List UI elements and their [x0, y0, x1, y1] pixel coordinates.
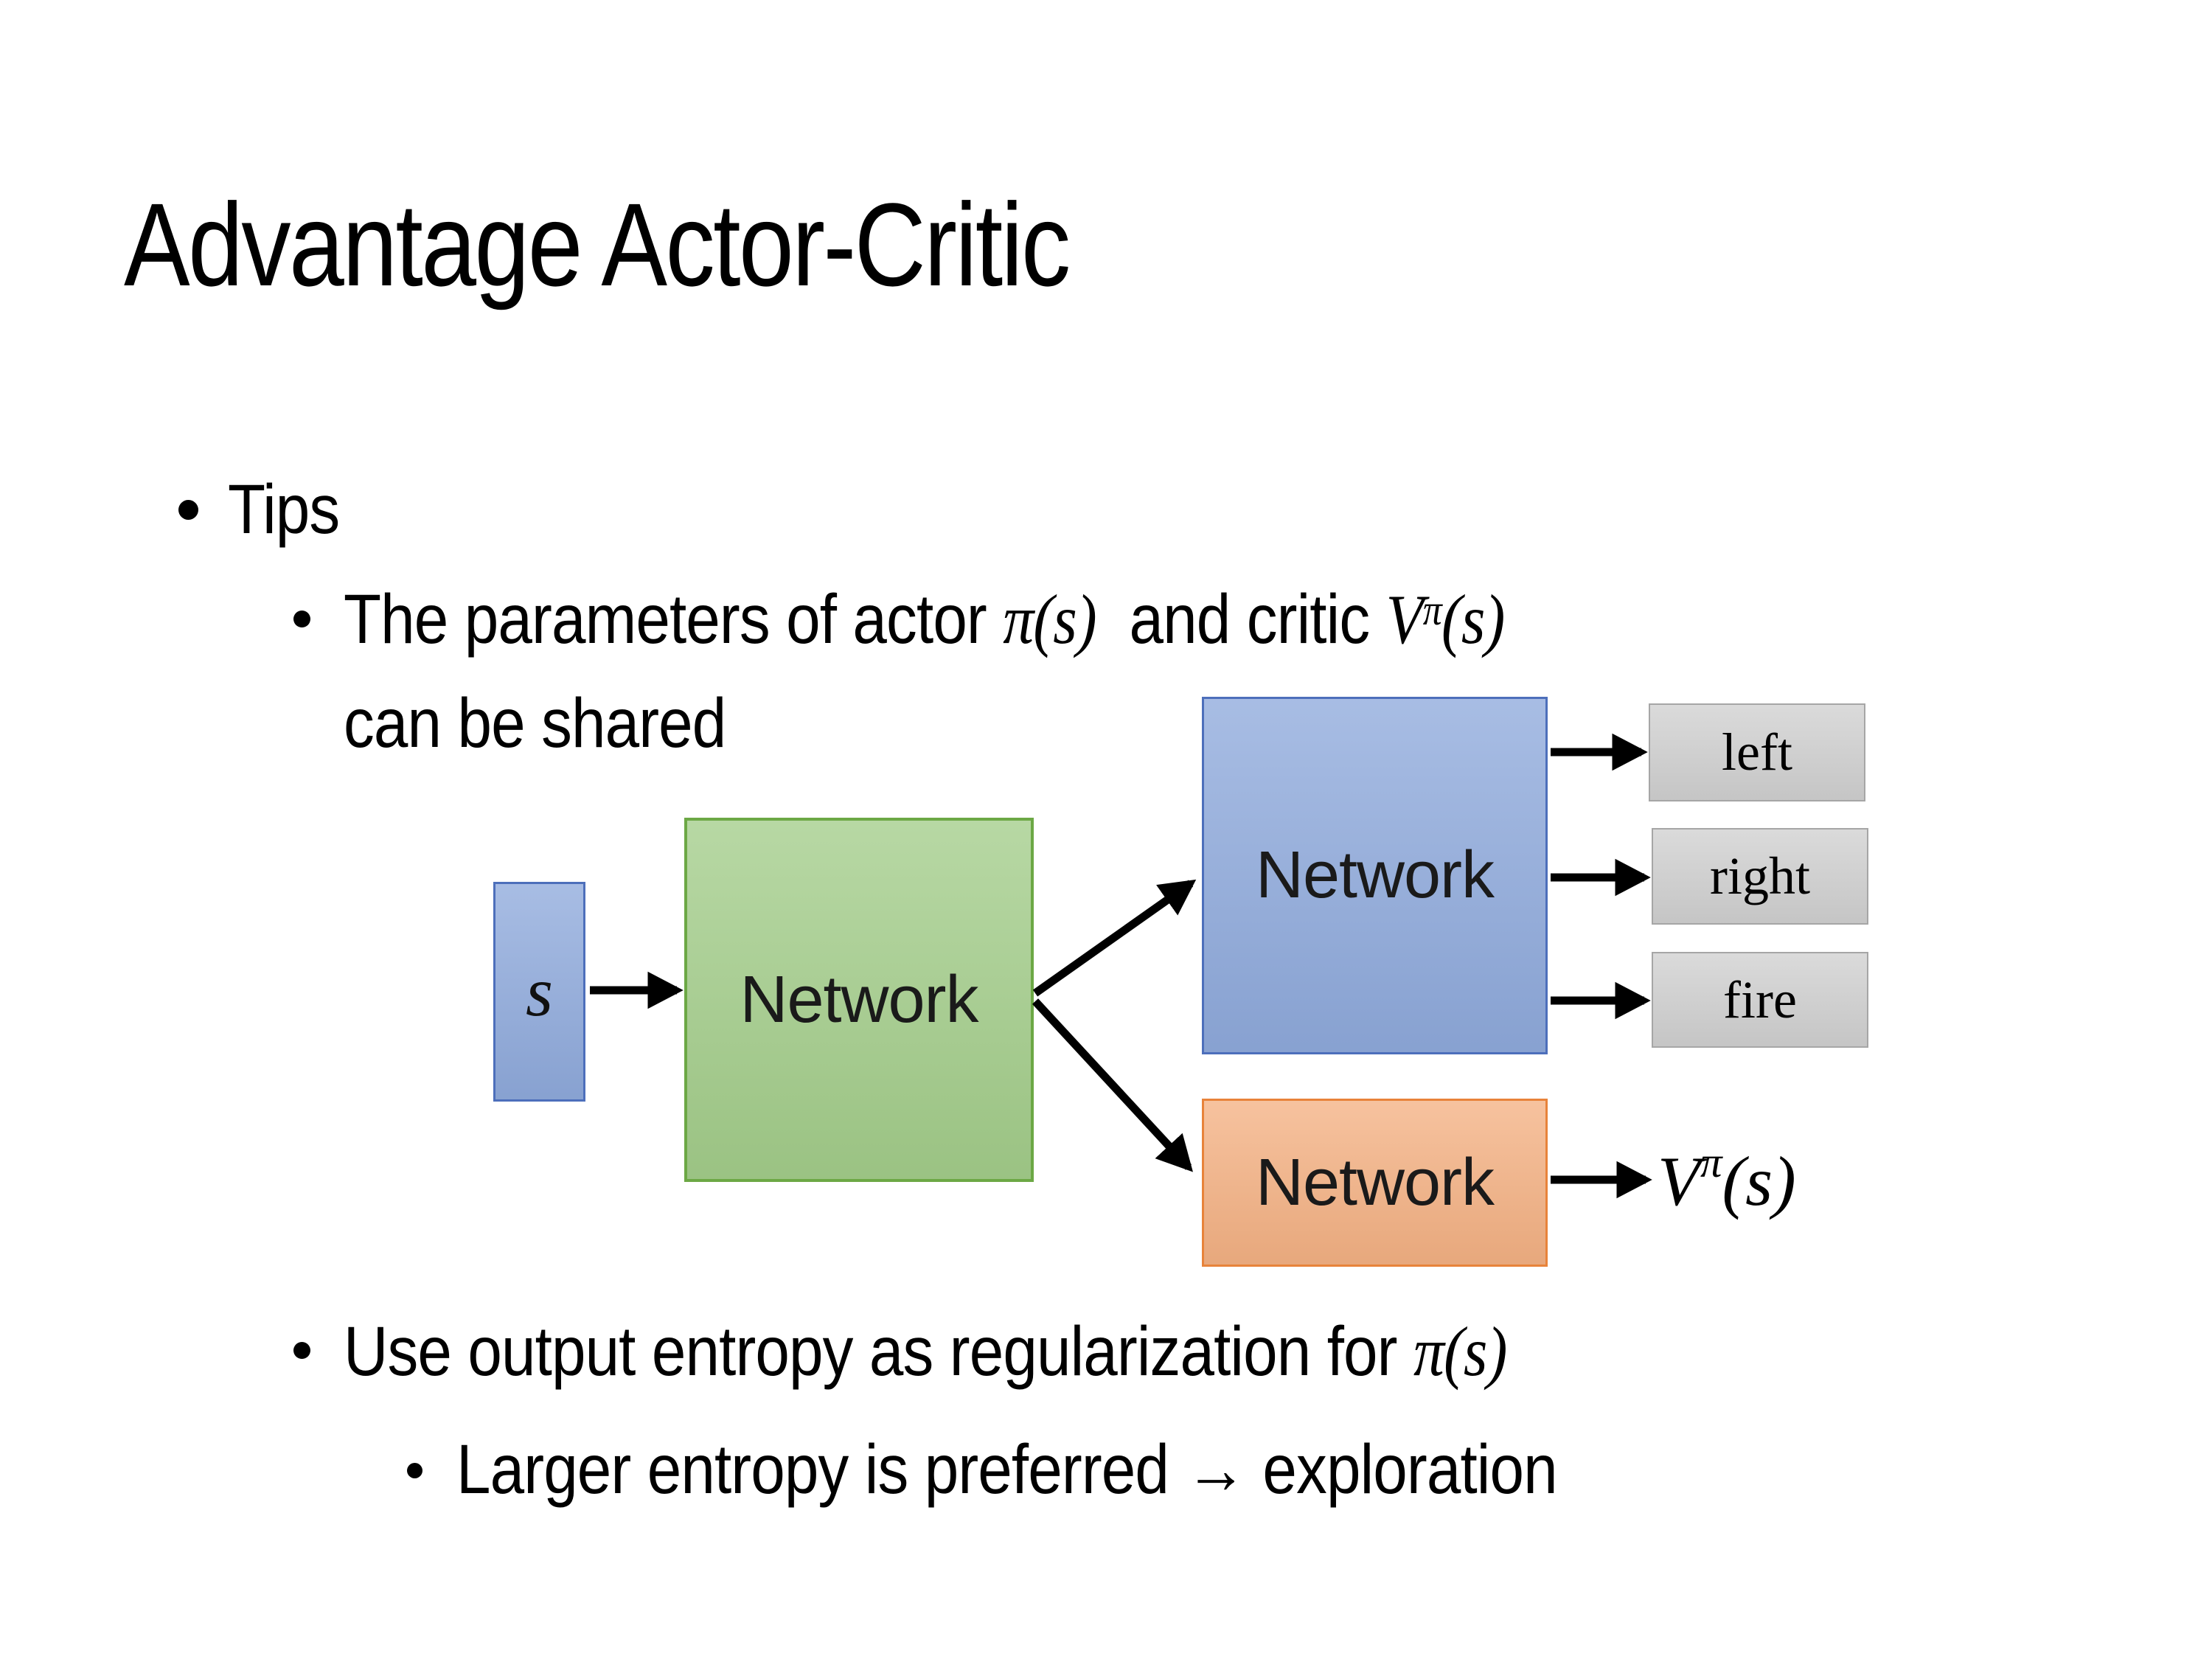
math-args: (s) [1722, 1142, 1796, 1220]
bullet-entropy: Use output entropy as regularization for… [293, 1311, 1666, 1392]
math-value-base: V [1658, 1142, 1701, 1220]
math-pi-superscript: π [1700, 1138, 1722, 1187]
math-value-base: V [1385, 580, 1424, 658]
bullet-dot-icon [293, 1342, 310, 1359]
math-pi: π [1413, 1312, 1444, 1391]
action-box-left: left [1649, 703, 1865, 801]
bullet-entropy-text: Use output entropy as regularization for… [344, 1311, 1507, 1392]
text-run: and critic [1096, 580, 1386, 658]
critic-network-label: Network [1255, 1145, 1495, 1220]
math-args: (s) [1441, 580, 1505, 658]
shared-network-label: Network [740, 962, 978, 1037]
bullet-shared-params-text: The parameters of actor π(s) and critic … [344, 572, 1505, 771]
state-input-label: s [526, 953, 553, 1031]
action-label-right: right [1710, 846, 1810, 905]
math-pi: π [1003, 580, 1034, 658]
actor-network-box: Network [1202, 697, 1548, 1054]
critic-network-box: Network [1202, 1099, 1548, 1267]
text-run: The parameters of actor [344, 580, 1004, 658]
actor-network-label: Network [1255, 838, 1495, 912]
bullet-tips-label: Tips [228, 470, 340, 549]
bullet-exploration-text: Larger entropy is preferred → exploratio… [456, 1430, 1558, 1509]
action-box-right: right [1652, 828, 1868, 925]
math-pi-superscript: π [1422, 586, 1442, 635]
text-run: can be shared [344, 684, 726, 762]
bullet-exploration: Larger entropy is preferred → exploratio… [407, 1429, 1707, 1510]
math-args: (s) [1033, 580, 1096, 658]
bullet-dot-icon [178, 500, 198, 520]
shared-network-box: Network [684, 818, 1034, 1182]
state-input-box: s [493, 882, 585, 1102]
arrow-shared-to-actor [1032, 879, 1197, 997]
text-run: Use output entropy as regularization for [344, 1312, 1413, 1391]
page-title: Advantage Actor-Critic [124, 178, 1071, 310]
action-box-fire: fire [1652, 952, 1868, 1048]
action-label-left: left [1722, 723, 1792, 782]
bullet-shared-params: The parameters of actor π(s) and critic … [293, 572, 1663, 771]
math-args: (s) [1443, 1312, 1507, 1391]
arrow-shared-to-critic [1032, 998, 1193, 1172]
bullet-dot-icon [293, 611, 310, 627]
bullet-tips: Tips [178, 469, 355, 550]
action-label-fire: fire [1723, 970, 1797, 1029]
bullet-dot-icon [407, 1463, 422, 1478]
